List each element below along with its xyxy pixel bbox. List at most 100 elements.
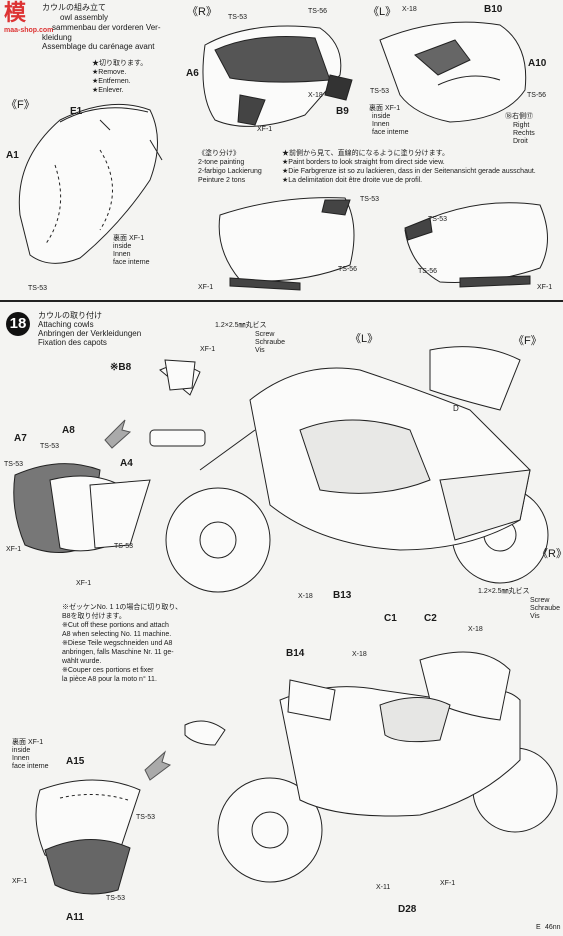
watermark-logo: 模 [4, 0, 27, 25]
inside-18-1: 裏面 XF-1 [12, 739, 44, 746]
step17-title-fr: Assemblage du carénage avant [42, 42, 155, 51]
view-f-label: 《F》 [6, 99, 35, 111]
two-tone-4: Peinture 2 tons [198, 177, 246, 184]
view-l-label: 《L》 [368, 6, 397, 18]
paint-x18-r: X-18 [308, 92, 323, 99]
paint-ts56-tt-l: TS-56 [418, 268, 438, 275]
view-f-18: 《F》 [513, 335, 542, 347]
paint-ts53-l: TS-53 [370, 88, 390, 95]
paint-ts53-a15: TS-53 [136, 814, 156, 821]
paint-x18-b13: X-18 [298, 593, 313, 600]
paint-xf1-tt-r: XF-1 [198, 284, 214, 291]
paint-ts53-a4: TS-53 [114, 543, 134, 550]
paint-ts53-tt-l: TS-53 [428, 216, 448, 223]
footer-page: 46nn [545, 924, 561, 931]
paint-xf1-b8: XF-1 [200, 346, 216, 353]
right-side-cowl-drawing [202, 25, 353, 127]
motorcycle-drawing-lower [184, 651, 558, 883]
screw2-4: Vis [530, 613, 540, 620]
side-note-4: Droit [513, 138, 528, 145]
paint-note-4: ★La delimitation doit être droite vue de… [282, 177, 423, 184]
inside-f-2: inside [113, 243, 132, 250]
screw1-2: Screw [255, 331, 275, 338]
step18-title-en: Attaching cowls [38, 320, 94, 329]
part-c1: C1 [384, 613, 397, 624]
b8-note-2: B8を取り付けます。 [62, 613, 126, 620]
paint-ts56-tt-r: TS-56 [338, 266, 358, 273]
paint-ts53-a7: TS-53 [40, 443, 60, 450]
inside-l-2: inside [372, 113, 391, 120]
inside-18-4: face interne [12, 763, 49, 770]
step18-title-fr: Fixation des capots [38, 338, 107, 347]
paint-ts53-f: TS-53 [28, 285, 48, 292]
cut-note-ja: ★切り取ります。 [92, 60, 148, 67]
inside-l-1: 裏面 XF-1 [369, 105, 401, 112]
side-note-1: ⑱右側⑰ [505, 113, 533, 120]
part-x11: X-11 [376, 884, 391, 891]
paint-xf1-d28: XF-1 [440, 880, 456, 887]
paint-x18-l: X-18 [402, 6, 417, 13]
part-a7: A7 [14, 433, 27, 444]
paint-ts53-tt-r: TS-53 [360, 196, 380, 203]
watermark-site: maa-shop.com [4, 27, 54, 34]
inside-18-2: inside [12, 747, 31, 754]
section-divider [0, 300, 563, 302]
part-b14: B14 [286, 648, 305, 659]
cut-note-en: ★Remove. [92, 69, 127, 76]
paint-ts56-l: TS-56 [527, 92, 547, 99]
part-b8: ※B8 [110, 362, 132, 373]
inside-f-4: face interne [113, 259, 150, 266]
step-18-badge: 18 [6, 312, 30, 336]
cut-note-de: ★Entfernen. [92, 78, 131, 85]
part-a15: A15 [66, 756, 85, 767]
paint-x18-c1: X-18 [352, 651, 367, 658]
part-d: D [453, 404, 459, 413]
step17-title-de: sammenbau der vorderen Ver- [52, 23, 161, 32]
b8-note-8: ※Couper ces portions et fixer [62, 667, 154, 674]
paint-note-1: ★前側から見て、直線的になるように塗り分けます。 [282, 150, 449, 157]
b8-note-4: A8 when selecting No. 11 machine. [62, 631, 172, 638]
paint-x18-c2: X-18 [468, 626, 483, 633]
inside-l-4: face interne [372, 129, 409, 136]
step17-title-ja: カウルの組み立て [42, 3, 106, 12]
two-tone-panels-drawing [218, 197, 548, 291]
paint-note-3: ★Die Farbgrenze ist so zu lackieren, das… [282, 168, 536, 175]
two-tone-1: 《塗り分け》 [198, 150, 240, 157]
two-tone-3: 2-farbigo Lackierung [198, 168, 262, 175]
footer-lang: E [536, 924, 541, 931]
step18-title-ja: カウルの取り付け [38, 311, 102, 320]
b8-note-5: ※Diese Teile wegschneiden und A8 [62, 640, 173, 647]
screw2-3: Schraube [530, 605, 560, 612]
paint-ts56-r: TS-56 [308, 8, 328, 15]
part-d28: D28 [398, 904, 417, 915]
b8-note-9: la pièce A8 pour la moto n° 11. [62, 676, 157, 683]
paint-ts53-r: TS-53 [228, 14, 248, 21]
inside-18-3: Innen [12, 755, 30, 762]
front-cowl-drawing [18, 103, 163, 264]
part-a1: A1 [6, 150, 19, 161]
paint-ts53-a11: TS-53 [106, 895, 126, 902]
step18-title-de: Anbringen der Verkleidungen [38, 329, 142, 338]
left-side-cowl-drawing [379, 21, 527, 123]
part-b10: B10 [484, 4, 503, 15]
view-r-18: 《R》 [537, 548, 563, 560]
paint-xf1-r: XF-1 [257, 126, 273, 133]
screw1-3: Schraube [255, 339, 285, 346]
tail-parts-drawing [13, 359, 196, 553]
screw1-4: Vis [255, 347, 265, 354]
lower-cowl-drawing [35, 779, 141, 895]
view-l-18: 《L》 [350, 333, 379, 345]
inside-f-1: 裏面 XF-1 [113, 235, 145, 242]
screw2-1: 1.2×2.5㎜丸ビス [478, 588, 530, 595]
paint-ts53-a7b: TS-53 [4, 461, 24, 468]
b8-note-1: ※ゼッケンNo. 1 1の場合に切り取り、 [62, 604, 183, 611]
b8-note-6: anbringen, falls Maschine Nr. 11 ge- [62, 649, 174, 656]
part-c2: C2 [424, 613, 437, 624]
view-r-label: 《R》 [187, 6, 217, 18]
screw1-1: 1.2×2.5㎜丸ビス [215, 322, 267, 329]
cut-note-fr: ★Enlever. [92, 87, 124, 94]
screw2-2: Screw [530, 597, 550, 604]
paint-xf1-a11: XF-1 [12, 878, 28, 885]
inside-f-3: Innen [113, 251, 131, 258]
paint-xf1-a4: XF-1 [76, 580, 92, 587]
